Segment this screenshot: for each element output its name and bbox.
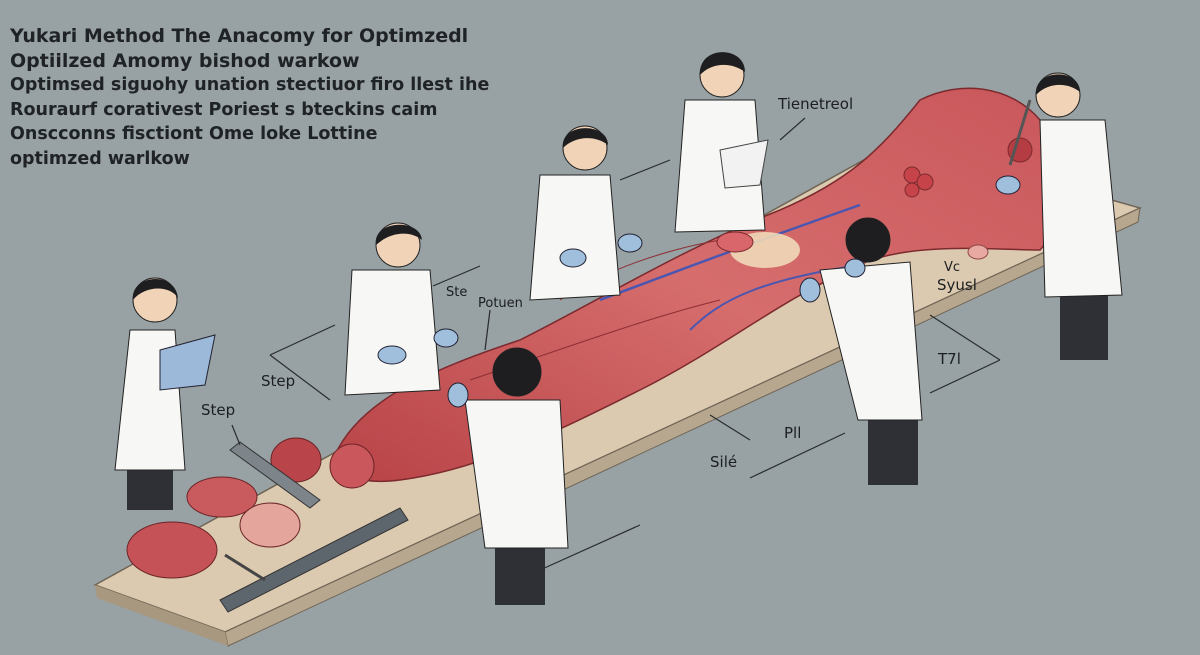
label-step: Step [201,401,236,419]
label-t7l: T7l [938,350,961,368]
organs [126,244,989,579]
heading-line: Optimsed siguohy unation stectiuor firo … [10,75,490,95]
label-pll: Pll [784,424,802,442]
label-potuen: Potuen [478,296,523,311]
label-ste: Ste [446,285,468,300]
heading-line: Optiilzed Amomy bishod warkow [10,49,360,72]
scientist-foreground [447,347,569,605]
scientist-back [674,52,769,233]
scientist-right-back [995,72,1123,360]
label-syusl: Syusl [937,276,977,294]
heading-text: Yukari Method The Anacomy for Optimzedl … [10,24,489,171]
label-vc: Vc [944,260,961,275]
scientist-right-front [799,217,923,485]
heading-line: Onscconns fisctiont Ome loke Lottine [10,124,378,144]
surgical-tools [219,441,409,613]
heading-line: Yukari Method The Anacomy for Optimzedl [10,25,469,47]
heading-line: Rouraurf corativest Poriest s bteckins c… [10,99,438,120]
scientist-cutting-left [344,222,459,396]
label-step: Step [261,372,296,390]
heading-line: optimzed warlkow [10,148,190,169]
scientist-center [529,125,643,301]
label-site: Silé [710,453,738,471]
label-leader-lines [231,117,1001,571]
label-tienetreol: Tienetreol [778,95,854,113]
scientist-reading [114,277,216,510]
